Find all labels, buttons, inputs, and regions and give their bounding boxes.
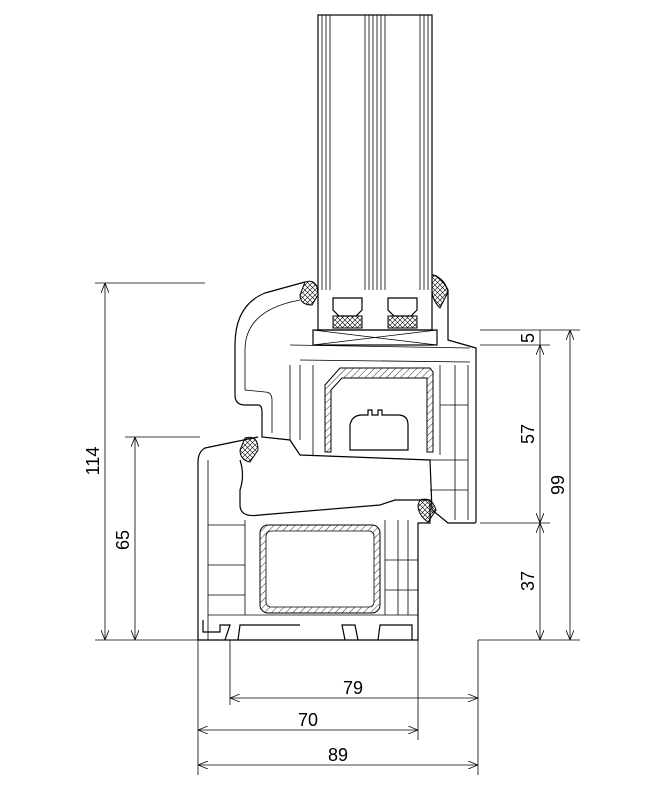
dim-label-70: 70: [298, 710, 318, 730]
dim-label-37: 37: [518, 571, 538, 591]
dim-label-99: 99: [548, 475, 568, 495]
dim-label-89: 89: [328, 745, 348, 765]
dim-label-57: 57: [518, 424, 538, 444]
dimension-lines: [95, 282, 580, 775]
dim-label-114: 114: [83, 447, 103, 476]
sash-profile: [234, 274, 477, 524]
dimension-labels: 114 65 5 57 37 99 79 70 89: [83, 333, 568, 765]
dim-label-5: 5: [518, 333, 538, 343]
glass-unit: [312, 14, 438, 346]
gaskets: [239, 274, 449, 523]
dim-label-79: 79: [343, 678, 363, 698]
dim-label-65: 65: [113, 530, 133, 550]
frame-profile: [197, 436, 431, 641]
